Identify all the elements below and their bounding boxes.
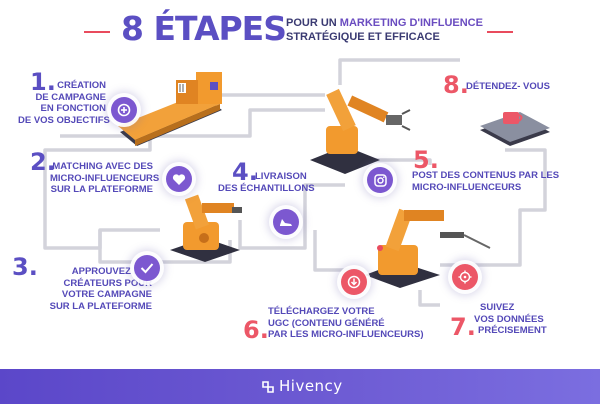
step-3-line: APPROUVEZ LES <box>71 266 152 277</box>
step-3-number: 3. <box>12 253 38 281</box>
step-8-label: DÉTENDEZ- VOUS <box>466 81 550 92</box>
step-5-number: 5. <box>413 146 439 174</box>
step-1-label: CRÉATION DE CAMPAGNE EN FONCTION DE VOS … <box>18 80 110 126</box>
step-4-line: LIVRAISON <box>255 171 307 182</box>
robot-arm-1 <box>170 194 242 262</box>
step-3-line: CRÉATEURS POUR <box>63 277 153 289</box>
hivency-logo-icon <box>262 381 274 393</box>
conveyor-machine-1 <box>118 72 222 146</box>
step-5-label: POST DES CONTENUS PAR LES MICRO-INFLUENC… <box>412 170 559 193</box>
step-7-line: PRÉCISEMENT <box>478 325 547 336</box>
download-icon <box>341 269 367 295</box>
step-6-line: UGC (CONTENU GÉNÉRÉ <box>268 317 385 329</box>
path-segment-5 <box>238 183 345 250</box>
conveyor-machine-8 <box>480 112 550 146</box>
step-3-line: VOTRE CAMPAGNE <box>61 289 152 300</box>
step-6-line: PAR LES MICRO-INFLUENCEURS) <box>268 329 424 340</box>
crosshair-icon <box>452 264 478 290</box>
path-segment-10 <box>418 290 440 307</box>
step-6-label: TÉLÉCHARGEZ VOTRE UGC (CONTENU GÉNÉRÉ PA… <box>268 306 424 341</box>
step-2-number: 2. <box>30 148 56 176</box>
step-3-line: SUR LA PLATEFORME <box>49 300 152 312</box>
step-1-line: CRÉATION <box>57 80 106 91</box>
check-icon <box>134 255 160 281</box>
step-2-line: SUR LA PLATEFORME <box>50 184 153 195</box>
step-4-label: LIVRAISON DES ÉCHANTILLONS <box>218 171 315 194</box>
step-7-line: SUIVEZ <box>480 302 515 313</box>
path-segment-4 <box>338 58 460 85</box>
step-2-line: MATCHING AVEC DES <box>52 161 153 172</box>
subtitle-line-2: STRATÉGIQUE ET EFFICACE <box>286 31 440 43</box>
robot-arm-2 <box>310 88 411 174</box>
instagram-icon <box>367 167 393 193</box>
footer-bar <box>0 369 600 404</box>
step-7-number: 7. <box>450 313 476 341</box>
subtitle-line-1: POUR UN MARKETING D'INFLUENCE <box>286 17 483 29</box>
step-1-number: 1. <box>30 68 56 96</box>
path-segment-9 <box>440 148 547 267</box>
subtitle-prefix: POUR UN <box>286 17 340 29</box>
robot-arm-3 <box>365 208 491 288</box>
footer-brand: Hivency <box>279 377 343 395</box>
step-7-label: SUIVEZ VOS DONNÉES PRÉCISEMENT <box>474 302 547 337</box>
step-7-line: VOS DONNÉES <box>474 313 544 325</box>
shoe-icon <box>273 209 299 235</box>
header-line-left <box>84 31 110 33</box>
step-8-number: 8. <box>443 71 469 99</box>
step-2-line: MICRO-INFLUENCEURS <box>50 172 160 184</box>
step-2-label: MATCHING AVEC DES MICRO-INFLUENCEURS SUR… <box>50 161 160 196</box>
step-1-line: EN FONCTION <box>40 103 106 114</box>
page-title: 8 ÉTAPES <box>121 9 287 48</box>
header-line-right <box>487 31 513 33</box>
step-6-number: 6. <box>243 316 269 344</box>
step-4-line: DES ÉCHANTILLONS <box>218 182 315 194</box>
heart-icon <box>166 166 192 192</box>
target-icon <box>111 97 137 123</box>
subtitle-highlight: MARKETING D'INFLUENCE <box>339 17 483 29</box>
path-segment-7 <box>313 230 360 272</box>
step-1-line: DE CAMPAGNE <box>35 91 106 103</box>
step-1-line: DE VOS OBJECTIFS <box>18 114 110 126</box>
step-5-line: POST DES CONTENUS PAR LES <box>412 170 560 181</box>
step-3-label: APPROUVEZ LES CRÉATEURS POUR VOTRE CAMPA… <box>38 266 152 312</box>
step-5-line: MICRO-INFLUENCEURS <box>412 181 522 193</box>
step-6-line: TÉLÉCHARGEZ VOTRE <box>268 306 375 317</box>
step-4-number: 4. <box>232 158 258 186</box>
